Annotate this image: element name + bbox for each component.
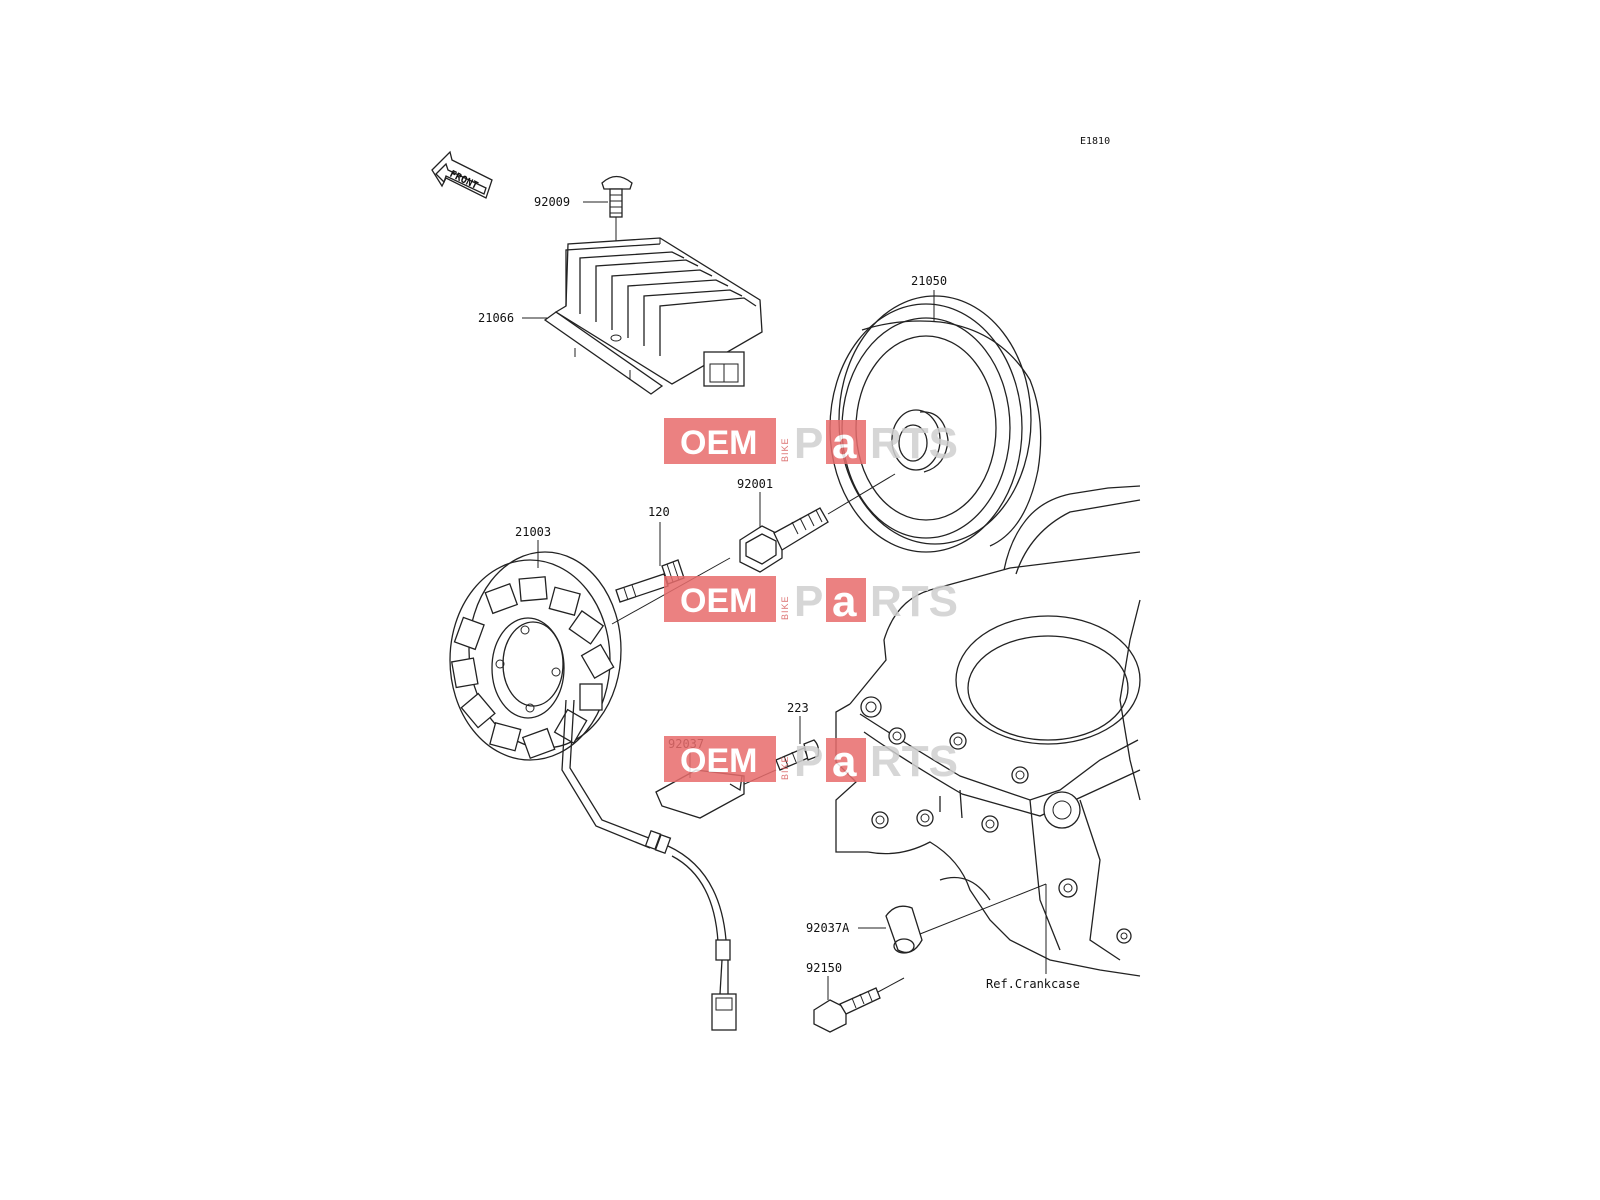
screw-92009 bbox=[601, 175, 633, 330]
watermark-bike-text: BIKE bbox=[780, 595, 790, 620]
watermark-a-box bbox=[826, 578, 866, 622]
part-label-92009: 92009 bbox=[534, 195, 570, 209]
watermark-1: OEM BIKE P a RTS bbox=[664, 418, 958, 468]
clamp-92037a bbox=[885, 883, 1047, 954]
part-label-92150: 92150 bbox=[806, 961, 842, 975]
watermark-rts-text: RTS bbox=[870, 737, 958, 786]
watermark-p-text: P bbox=[794, 737, 823, 786]
watermark-oem-text: OEM bbox=[680, 424, 757, 462]
part-label-21066: 21066 bbox=[478, 311, 514, 325]
stator-21003 bbox=[449, 551, 622, 761]
watermark-rts-text: RTS bbox=[870, 577, 958, 626]
watermark-rts-text: RTS bbox=[870, 419, 958, 468]
screw-223 bbox=[739, 739, 820, 787]
watermark-a-text: a bbox=[832, 737, 857, 786]
watermark-bike-text: BIKE bbox=[780, 755, 790, 780]
bolt-92150 bbox=[813, 977, 905, 1033]
diagram-code: E1810 bbox=[1080, 136, 1110, 147]
watermark-oem-text: OEM bbox=[680, 742, 757, 780]
watermark-oem-box bbox=[664, 576, 776, 622]
part-label-92037a: 92037A bbox=[806, 921, 850, 935]
watermark-a-text: a bbox=[832, 577, 857, 626]
watermark-a-box bbox=[826, 420, 866, 464]
watermark-oem-box bbox=[664, 736, 776, 782]
watermark-p-text: P bbox=[794, 419, 823, 468]
part-label-21050: 21050 bbox=[911, 274, 947, 288]
regulator-21066 bbox=[543, 237, 763, 395]
watermark: OEM BIKE P a RTS OEM BIKE P a RTS OEM BI… bbox=[664, 418, 958, 786]
watermark-3: OEM BIKE P a RTS bbox=[664, 736, 958, 786]
part-label-21003: 21003 bbox=[515, 525, 551, 539]
watermark-2: OEM BIKE P a RTS bbox=[664, 576, 958, 626]
reference-label: Ref.Crankcase bbox=[986, 977, 1080, 991]
part-label-120: 120 bbox=[648, 505, 670, 519]
watermark-oem-text: OEM bbox=[680, 582, 757, 620]
front-arrow-icon: FRONT bbox=[431, 150, 493, 199]
crankcase-ref bbox=[835, 485, 1141, 977]
watermark-a-text: a bbox=[832, 419, 857, 468]
wire-harness bbox=[561, 699, 737, 1031]
watermark-a-box bbox=[826, 738, 866, 782]
watermark-oem-box bbox=[664, 418, 776, 464]
bolt-92001 bbox=[739, 473, 896, 573]
watermark-p-text: P bbox=[794, 577, 823, 626]
watermark-bike-text: BIKE bbox=[780, 437, 790, 462]
rotor-21050 bbox=[829, 295, 1042, 553]
part-label-223: 223 bbox=[787, 701, 809, 715]
part-label-92001: 92001 bbox=[737, 477, 773, 491]
